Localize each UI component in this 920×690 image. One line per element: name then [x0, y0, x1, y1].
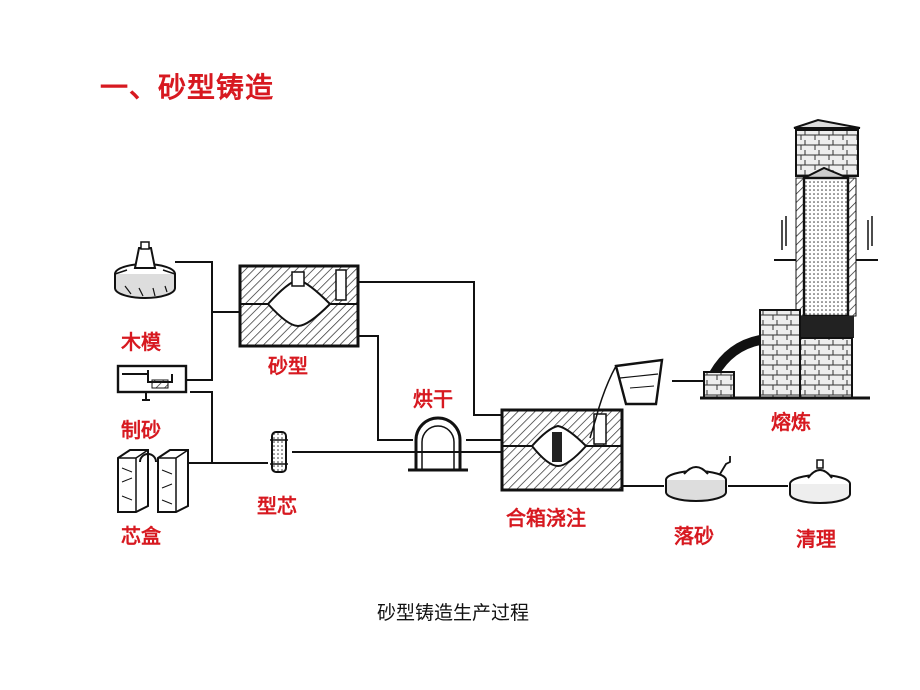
drying-oven-image — [408, 416, 468, 472]
label-melting: 熔炼 — [771, 410, 811, 434]
wood-pattern-image — [114, 241, 176, 299]
label-sand-mold: 砂型 — [268, 354, 308, 378]
shakeout-image — [665, 456, 731, 502]
core-box-image — [117, 449, 189, 513]
label-shakeout: 落砂 — [674, 524, 714, 548]
furnace-image — [700, 118, 878, 400]
assembly-pouring-mold-image — [500, 408, 624, 492]
cleaning-image — [789, 459, 851, 504]
page-title: 一、砂型铸造 — [100, 71, 275, 104]
label-core-box: 芯盒 — [121, 524, 161, 548]
label-assembly-pouring: 合箱浇注 — [506, 506, 586, 530]
core-image — [270, 431, 288, 473]
figure-caption: 砂型铸造生产过程 — [376, 602, 529, 624]
label-core: 型芯 — [257, 494, 297, 518]
label-cleaning: 清理 — [796, 527, 836, 551]
flow-lines — [175, 261, 788, 487]
label-wood-pattern: 木模 — [121, 330, 161, 354]
label-sand-making: 制砂 — [121, 418, 161, 442]
sand-making-image — [116, 364, 188, 401]
ladle-image — [589, 358, 664, 439]
sand-mold-image — [238, 264, 360, 348]
label-drying: 烘干 — [413, 387, 453, 411]
